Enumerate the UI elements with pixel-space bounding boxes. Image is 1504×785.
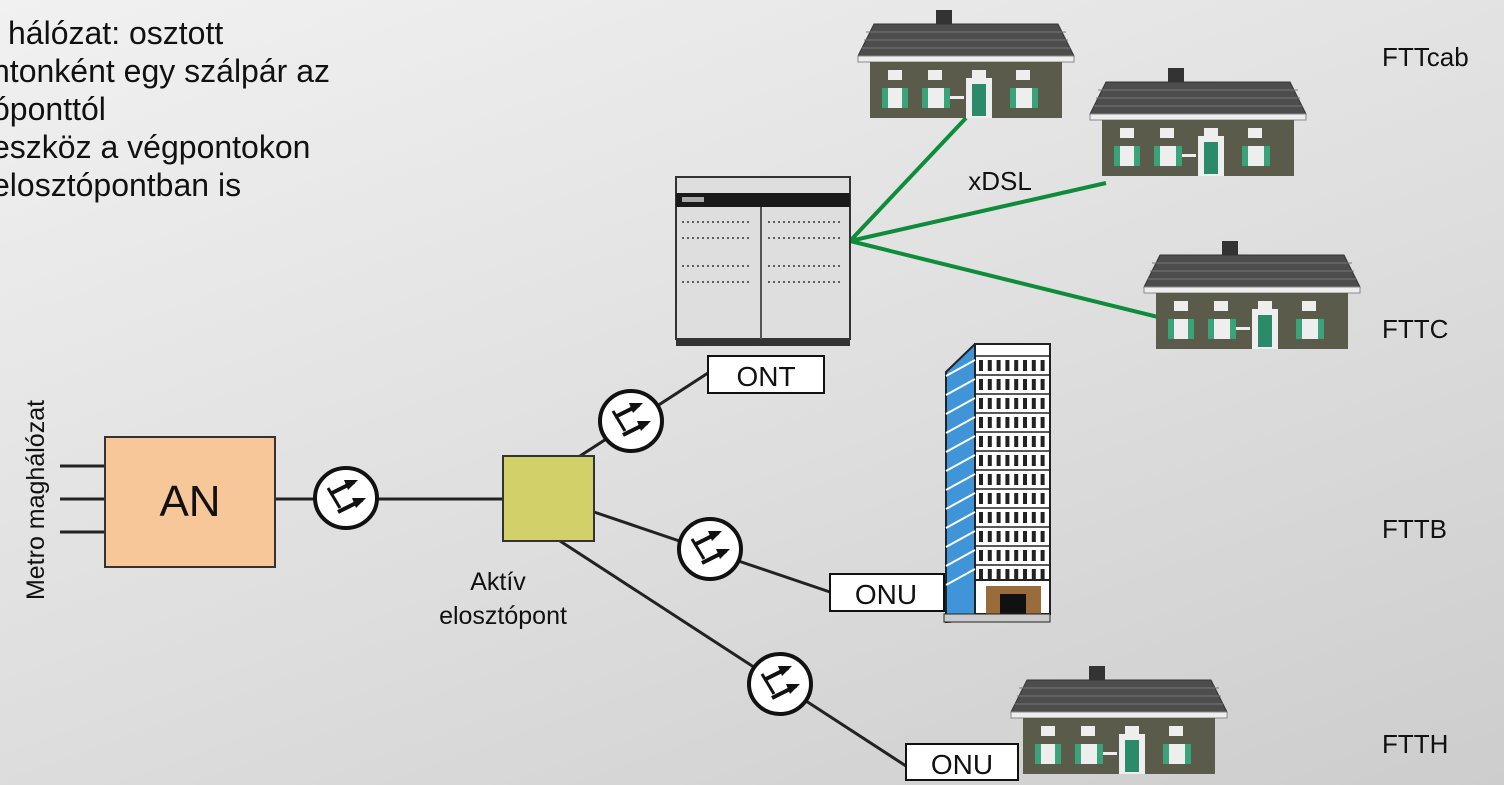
optical-transceiver-icon xyxy=(677,517,743,581)
copper-links xyxy=(848,116,1163,320)
fttc-label: FTTC xyxy=(1382,314,1448,344)
optical-transceiver-icon xyxy=(598,389,664,453)
xdsl-label: xDSL xyxy=(968,166,1032,196)
office-building-icon xyxy=(943,343,1051,624)
bullet-line-5: elosztópontban is xyxy=(0,167,242,203)
onu-building-label-box xyxy=(829,573,945,612)
bullet-line-3: óponttól xyxy=(0,91,106,127)
onu-house-label-box xyxy=(905,743,1019,781)
onu-house-label: ONU xyxy=(931,749,993,780)
xdsl-link-3 xyxy=(849,239,1163,320)
active-distribution-point-box xyxy=(502,455,595,542)
onu-building-label: ONU xyxy=(855,579,917,610)
house-icon xyxy=(1143,240,1361,350)
aktiv-label-line2: elosztópont xyxy=(439,602,567,630)
metro-label: Metro maghálózat xyxy=(22,400,50,600)
house-icon xyxy=(1010,665,1228,775)
fttcab-label: FTTcab xyxy=(1382,42,1469,72)
xdsl-link-2 xyxy=(849,181,1107,243)
bullet-line-2: ntonként egy szálpár az xyxy=(0,53,330,89)
ont-label: ONT xyxy=(736,361,795,392)
aktiv-label-line1: Aktív xyxy=(470,568,526,596)
xdsl-link-1 xyxy=(848,116,968,243)
optical-transceiver-icon xyxy=(747,652,813,716)
house-icon xyxy=(1089,67,1307,177)
fttb-label: FTTB xyxy=(1382,514,1447,544)
ont-label-box xyxy=(707,355,825,394)
bullet-text: i hálózat: osztott ntonként egy szálpár … xyxy=(0,14,330,204)
bullet-line-1: i hálózat: osztott xyxy=(0,15,224,51)
ont-cabinet-icon xyxy=(675,176,851,346)
ftth-label: FTTH xyxy=(1382,729,1448,759)
access-node-label: AN xyxy=(159,477,220,526)
access-node-box xyxy=(104,436,276,568)
bullet-line-4: eszköz a végpontokon xyxy=(0,129,311,165)
splitter-to-house-link xyxy=(559,539,907,768)
optical-transceiver-icon xyxy=(313,466,379,530)
house-icon xyxy=(857,9,1075,119)
